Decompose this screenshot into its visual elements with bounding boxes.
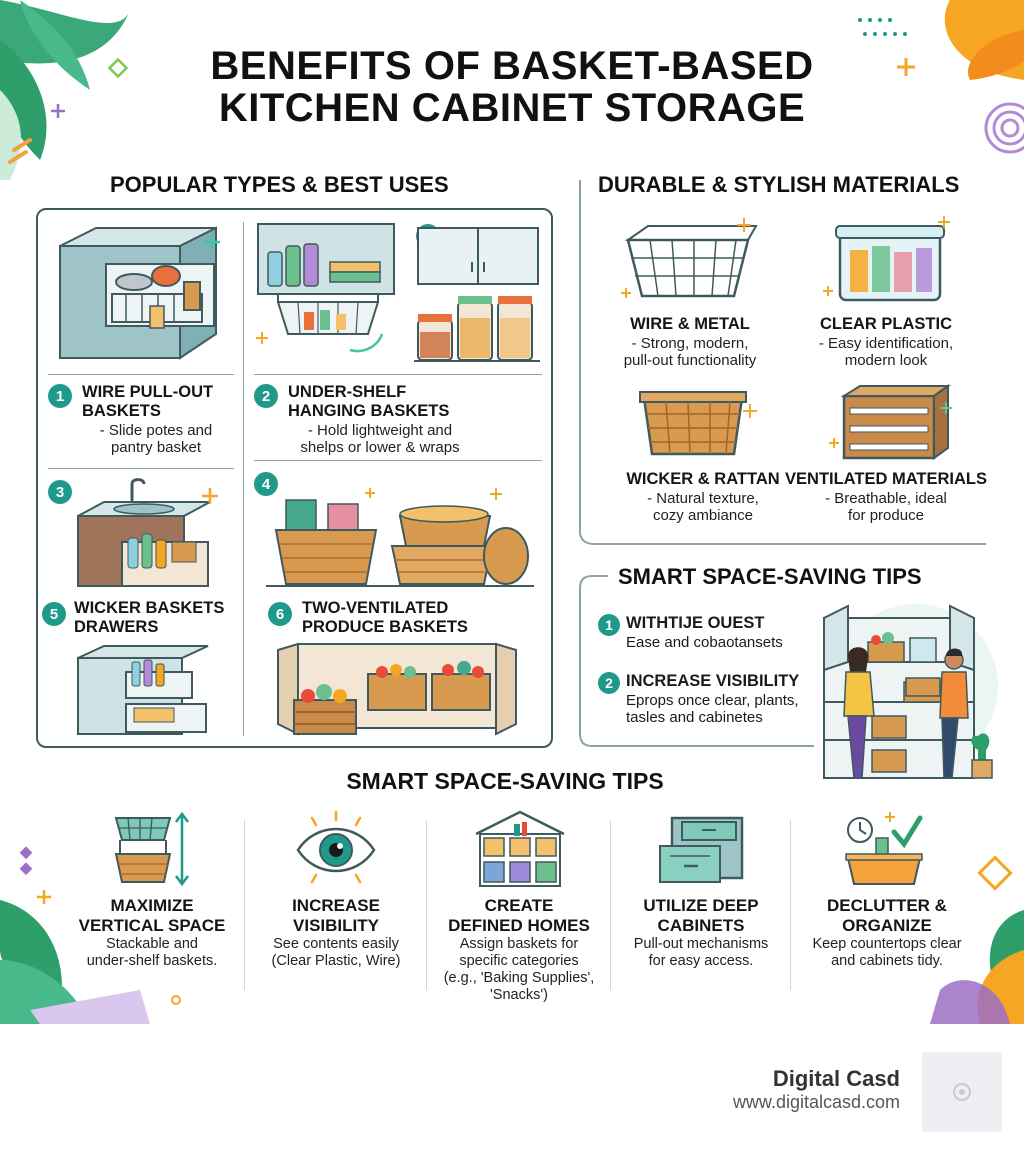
side-tip-number: 1 xyxy=(598,614,620,636)
drawer-baskets-illustration xyxy=(77,645,209,735)
tip-title: DECLUTTER & ORGANIZE xyxy=(827,896,947,935)
produce-cabinet-illustration xyxy=(277,642,517,736)
type-number-badge: 1 xyxy=(48,384,72,408)
types-vertical-divider xyxy=(243,222,244,736)
tip-title: MAXIMIZE VERTICAL SPACE xyxy=(78,896,226,935)
type-title: WIRE PULL-OUT BASKETS xyxy=(82,383,214,420)
materials-frame xyxy=(579,180,986,545)
tidy-basket-icon xyxy=(845,812,923,885)
tip-title: INCREASE VISIBILITY xyxy=(292,896,380,935)
leaf-decoration-bottom-right xyxy=(930,855,1024,1024)
material-title: CLEAR PLASTIC xyxy=(820,315,952,333)
tip-description: Assign baskets for specific categories (… xyxy=(443,936,595,1003)
tip-description: Keep countertops clear and cabinets tidy… xyxy=(812,936,962,969)
materials-section-heading: DURABLE & STYLISH MATERIALS xyxy=(598,172,960,197)
sink-cabinet-illustration xyxy=(77,478,218,587)
footer-brand: Digital Casd xyxy=(772,1066,900,1091)
bottom-tips-heading: SMART SPACE-SAVING TIPS xyxy=(346,768,664,794)
material-description: - Strong, modern, pull-out functionality xyxy=(623,335,757,369)
labeled-bins-icon xyxy=(475,810,565,887)
footer xyxy=(0,1024,1024,1154)
type-title: UNDER-SHELF HANGING BASKETS xyxy=(288,383,450,420)
side-tip-desc: Eprops once clear, plants, tasles and ca… xyxy=(626,692,799,726)
material-description: - Natural texture, cozy ambiance xyxy=(647,490,759,524)
type-description: - Slide potes and pantry basket xyxy=(99,422,213,456)
under-shelf-basket-illustration xyxy=(256,223,395,353)
type-number-badge: 6 xyxy=(268,602,292,626)
tips-divider xyxy=(244,820,245,990)
type-number-badge: 2 xyxy=(254,384,278,408)
type-number-badge: 3 xyxy=(48,480,72,504)
leaf-decoration-bottom-left xyxy=(0,846,181,1024)
material-description: - Easy identification, modern look xyxy=(818,335,954,369)
material-title: VENTILATED MATERIALS xyxy=(785,470,987,488)
side-tips-frame xyxy=(579,575,814,747)
page-title-line1: BENEFITS OF BASKET-BASED xyxy=(210,44,814,88)
tip-description: Pull-out mechanisms for easy access. xyxy=(633,936,769,969)
side-tip-desc: Ease and cobaotansets xyxy=(626,634,783,651)
types-divider xyxy=(254,374,542,375)
footer-url[interactable]: www.digitalcasd.com xyxy=(732,1092,900,1112)
tip-description: See contents easily (Clear Plastic, Wire… xyxy=(271,936,401,969)
side-tips-heading: SMART SPACE-SAVING TIPS xyxy=(618,564,922,589)
material-description: - Breathable, ideal for produce xyxy=(825,490,947,524)
wire-basket-icon xyxy=(621,218,758,298)
logo-icon xyxy=(953,1083,971,1101)
type-number-badge: 5 xyxy=(42,602,66,626)
cabinet-jars-illustration xyxy=(414,227,540,362)
type-title: TWO-VENTILATED PRODUCE BASKETS xyxy=(302,599,468,636)
type-description: - Hold lightweight and shelps or lower &… xyxy=(300,422,460,456)
wicker-baskets-illustration xyxy=(266,488,534,587)
leaf-decoration-top-right xyxy=(858,0,1024,154)
stacked-baskets-icon xyxy=(114,811,189,887)
wire-pullout-cabinet-illustration xyxy=(59,226,220,360)
material-title: WICKER & RATTAN xyxy=(626,470,780,488)
footer-logo-placeholder xyxy=(922,1052,1002,1132)
material-title: WIRE & METAL xyxy=(630,315,750,333)
types-section-heading: POPULAR TYPES & BEST USES xyxy=(110,172,449,197)
people-organizing-illustration xyxy=(823,604,998,779)
tip-title: UTILIZE DEEP CABINETS xyxy=(643,896,759,935)
tip-description: Stackable and under-shelf baskets. xyxy=(86,936,218,969)
tips-divider xyxy=(426,820,427,990)
tip-title: CREATE DEFINED HOMES xyxy=(448,896,590,935)
leaf-decoration-top-left xyxy=(0,0,130,180)
tips-divider xyxy=(610,820,611,990)
type-number-badge: 4 xyxy=(254,472,278,496)
crate-icon xyxy=(829,384,952,460)
type-title: WICKER BASKETS DRAWERS xyxy=(74,599,225,636)
types-divider xyxy=(48,468,234,469)
plastic-bin-icon xyxy=(823,216,950,302)
tips-divider xyxy=(790,820,791,990)
deep-cabinet-icon xyxy=(659,816,744,883)
side-tip-number: 2 xyxy=(598,672,620,694)
side-tip-title: INCREASE VISIBILITY xyxy=(626,672,800,690)
page-title-line2: KITCHEN CABINET STORAGE xyxy=(218,86,806,130)
types-divider xyxy=(254,460,542,461)
wicker-basket-icon xyxy=(639,391,757,456)
eye-icon xyxy=(296,810,376,884)
side-tip-title: WITHTIJE OUEST xyxy=(626,614,765,632)
types-divider xyxy=(48,374,234,375)
